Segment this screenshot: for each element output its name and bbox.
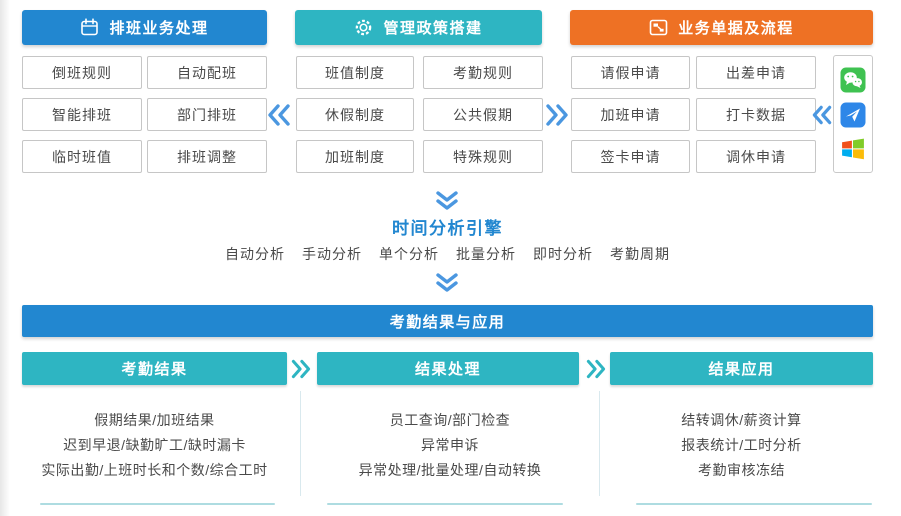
node-attend-rule: 考勤规则: [423, 56, 543, 89]
panel-header-documents: 业务单据及流程: [570, 10, 873, 45]
node-special-rule: 特殊规则: [423, 140, 543, 173]
list-item: 考勤审核冻结: [698, 461, 785, 478]
node-schedule-adjust: 排班调整: [147, 140, 267, 173]
list-item: 异常处理/批量处理/自动转换: [358, 461, 542, 478]
column-header-attendance-results: 考勤结果: [22, 352, 287, 385]
left-edge-shade: [0, 0, 10, 516]
node-punch-data: 打卡数据: [696, 98, 816, 131]
chevron-left-icon: [268, 104, 290, 126]
chevron-down-icon: [436, 273, 458, 292]
node-auto-assign: 自动配班: [147, 56, 267, 89]
engine-item: 手动分析: [302, 246, 362, 262]
node-sign-request: 签卡申请: [571, 140, 690, 173]
result-processing-list: 员工查询/部门检查 异常申诉 异常处理/批量处理/自动转换: [300, 407, 600, 482]
engine-item: 单个分析: [379, 246, 439, 262]
partial-box-edge: [636, 503, 872, 505]
calendar-icon: [80, 18, 99, 37]
results-banner: 考勤结果与应用: [22, 305, 873, 337]
engine-item: 考勤周期: [610, 246, 670, 262]
engine-title: 时间分析引擎: [392, 219, 503, 238]
attendance-results-list: 假期结果/加班结果 迟到早退/缺勤旷工/缺时漏卡 实际出勤/上班时长和个数/综合…: [22, 407, 287, 482]
channel-icon-panel: [833, 55, 873, 173]
node-smart-schedule: 智能排班: [22, 98, 142, 131]
node-shift-system: 班值制度: [296, 56, 414, 89]
panel-header-policy: 管理政策搭建: [295, 10, 542, 45]
paper-plane-app-icon: [840, 102, 866, 128]
panel-title: 排班业务处理: [109, 20, 209, 37]
chevron-right-icon: [546, 104, 568, 126]
node-overtime-system: 加班制度: [296, 140, 414, 173]
result-application-list: 结转调休/薪资计算 报表统计/工时分析 考勤审核冻结: [610, 407, 873, 482]
windows-icon: [842, 138, 864, 160]
partial-box-edge: [40, 503, 275, 505]
column-header-result-application: 结果应用: [610, 352, 873, 385]
list-item: 报表统计/工时分析: [681, 436, 802, 453]
chevron-right-icon: [291, 359, 311, 379]
list-item: 迟到早退/缺勤旷工/缺时漏卡: [63, 436, 246, 453]
list-item: 员工查询/部门检查: [389, 411, 511, 428]
panel-header-scheduling: 排班业务处理: [22, 10, 267, 45]
engine-item: 批量分析: [456, 246, 516, 262]
list-item: 假期结果/加班结果: [94, 411, 215, 428]
panel-title: 业务单据及流程: [678, 20, 794, 37]
node-comp-leave-request: 调休申请: [696, 140, 816, 173]
node-leave-system: 休假制度: [296, 98, 414, 131]
engine-item: 即时分析: [533, 246, 593, 262]
middle-column-frame: [300, 391, 600, 496]
gear-icon: [354, 18, 373, 37]
list-item: 异常申诉: [421, 436, 479, 453]
panel-title: 管理政策搭建: [383, 20, 483, 37]
engine-item: 自动分析: [225, 246, 285, 262]
engine-item-list: 自动分析 手动分析 单个分析 批量分析 即时分析 考勤周期: [0, 244, 895, 264]
partial-box-edge: [327, 503, 563, 505]
node-trip-request: 出差申请: [696, 56, 816, 89]
flow-window-icon: [649, 18, 668, 37]
list-item: 结转调休/薪资计算: [681, 411, 802, 428]
node-public-holiday: 公共假期: [423, 98, 543, 131]
wechat-icon: [840, 67, 866, 93]
node-leave-request: 请假申请: [571, 56, 690, 89]
list-item: 实际出勤/上班时长和个数/综合工时: [41, 461, 268, 478]
node-temp-shift: 临时班值: [22, 140, 142, 173]
chevron-right-icon: [586, 359, 606, 379]
node-overtime-request: 加班申请: [571, 98, 690, 131]
column-header-result-processing: 结果处理: [317, 352, 579, 385]
node-dept-schedule: 部门排班: [147, 98, 267, 131]
chevron-down-icon: [436, 191, 458, 210]
node-shift-rule: 倒班规则: [22, 56, 142, 89]
chevron-left-icon: [812, 105, 832, 125]
